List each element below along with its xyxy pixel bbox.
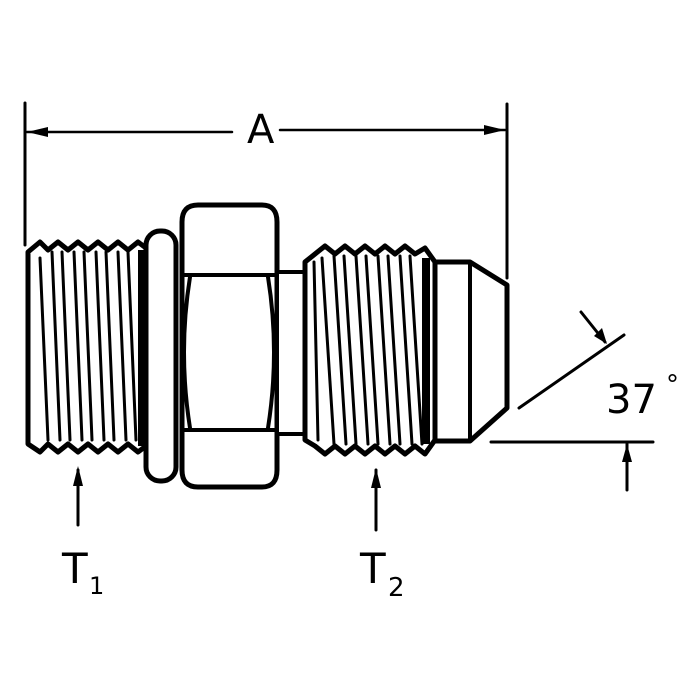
- thread-1-label: T: [61, 544, 88, 593]
- flare-angle-annotation: 37 °: [489, 310, 679, 492]
- thread-2-callout: T 2: [359, 468, 405, 603]
- thread-section-2: [302, 243, 438, 457]
- dimension-a: A: [23, 101, 509, 280]
- flare-end: [432, 259, 510, 444]
- hex-nut: [179, 202, 280, 490]
- arrow-left-icon: [27, 127, 48, 137]
- arrow-up-icon: [73, 466, 83, 486]
- thread-section-1: [25, 239, 149, 455]
- thread-1-callout: T 1: [61, 466, 104, 600]
- thread-2-label: T: [359, 544, 386, 593]
- o-ring: [143, 228, 179, 484]
- dimension-a-label: A: [247, 107, 275, 153]
- arrow-up-icon: [371, 468, 381, 488]
- thread-2-subscript: 2: [388, 573, 405, 603]
- thread-1-subscript: 1: [89, 572, 104, 600]
- arrow-up-icon: [622, 444, 632, 462]
- arrow-right-icon: [484, 125, 505, 135]
- neck: [275, 270, 309, 436]
- flare-angle-unit: °: [666, 370, 679, 400]
- flare-angle-label: 37: [606, 377, 657, 423]
- arrow-angle-icon: [594, 328, 607, 344]
